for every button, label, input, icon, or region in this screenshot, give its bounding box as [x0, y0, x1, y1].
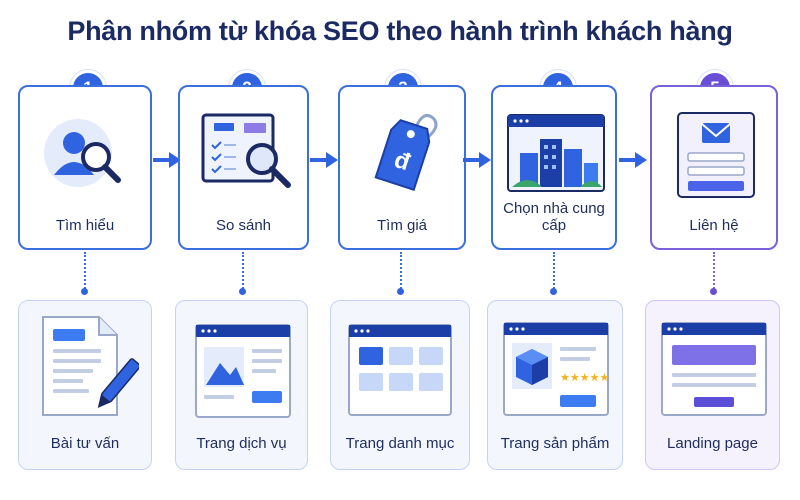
stage-card-4: Chọn nhà cung cấp — [491, 85, 617, 250]
page-card-5: Landing page — [645, 300, 780, 470]
contact-form-icon — [677, 112, 755, 198]
stage-label-2: So sánh — [215, 217, 272, 234]
connector-dot — [397, 288, 404, 295]
stage-label-5: Liên hệ — [689, 217, 739, 234]
page-label-5: Landing page — [667, 435, 758, 452]
stage-label-4: Chọn nhà cung cấp — [503, 200, 605, 234]
connector-line — [242, 252, 244, 292]
product-page-icon: ★★★★★ — [503, 322, 609, 416]
arrow-right-icon — [310, 152, 338, 168]
user-search-icon — [44, 119, 121, 187]
svg-text:★★★★★: ★★★★★ — [560, 371, 609, 384]
connector-line — [84, 252, 86, 292]
stage-label-3: Tìm giá — [376, 217, 427, 234]
page-card-2: Trang dịch vụ — [175, 300, 308, 470]
page-card-3: Trang danh mục — [330, 300, 470, 470]
arrow-right-icon — [463, 152, 491, 168]
article-document-icon — [42, 316, 139, 416]
connector-dot — [81, 288, 88, 295]
page-label-2: Trang dịch vụ — [196, 435, 287, 452]
company-buildings-icon — [507, 114, 605, 192]
page-card-1: Bài tư vấn — [18, 300, 152, 470]
connector-dot — [710, 288, 717, 295]
connector-dot — [550, 288, 557, 295]
price-tag-icon: đ — [374, 113, 438, 191]
connector-dot — [239, 288, 246, 295]
landing-page-icon — [661, 322, 767, 416]
category-page-icon — [348, 324, 452, 416]
service-page-icon — [195, 324, 291, 418]
stage-card-1: Tìm hiểu — [18, 85, 152, 250]
page-label-3: Trang danh mục — [345, 435, 455, 452]
arrow-right-icon — [619, 152, 647, 168]
page-card-4: ★★★★★ Trang sản phẩm — [487, 300, 623, 470]
connector-line — [713, 252, 715, 292]
stage-label-1: Tìm hiểu — [55, 217, 115, 234]
connector-line — [553, 252, 555, 292]
compare-checklist-icon — [201, 113, 291, 188]
arrow-right-icon — [153, 152, 181, 168]
page-title: Phân nhóm từ khóa SEO theo hành trình kh… — [67, 16, 733, 46]
page-label-1: Bài tư vấn — [50, 435, 120, 452]
connector-line — [400, 252, 402, 292]
stage-card-2: So sánh — [178, 85, 309, 250]
stage-card-5: Liên hệ — [650, 85, 778, 250]
stage-card-3: đ Tìm giá — [338, 85, 466, 250]
page-label-4: Trang sản phẩm — [500, 435, 610, 452]
